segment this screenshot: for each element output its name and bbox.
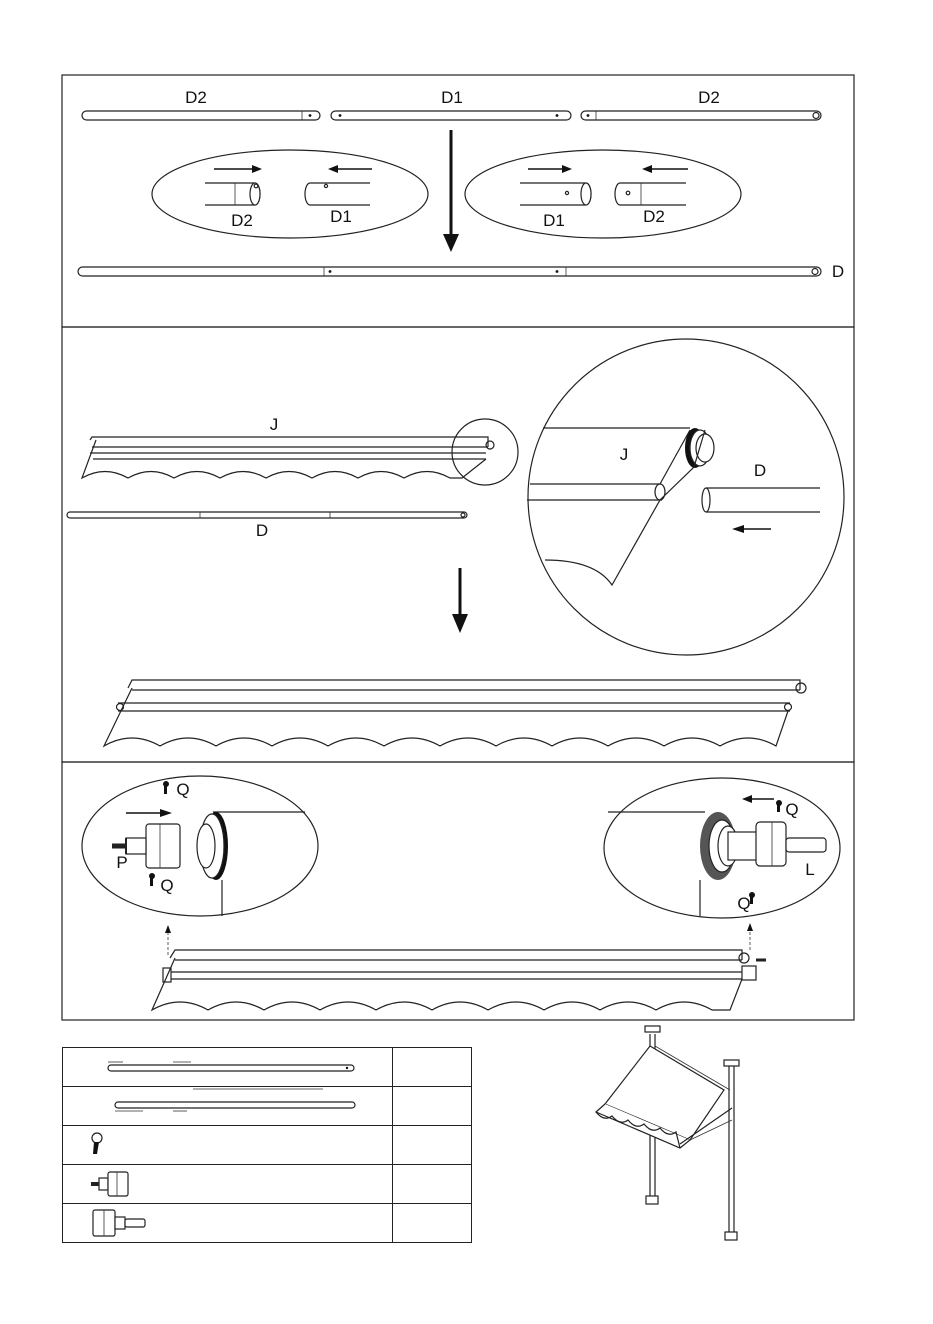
step2-panel — [62, 327, 854, 762]
label-d2-right: D2 — [698, 88, 720, 107]
zoom-right-label-d2: D2 — [643, 207, 665, 226]
table-row — [63, 1126, 472, 1165]
label-q-right-top: Q — [785, 800, 798, 819]
qty-end-plug-p — [393, 1165, 472, 1204]
assembled-awning-illustration — [596, 1026, 739, 1240]
part-short-pole — [63, 1087, 393, 1126]
part-end-plug-l — [63, 1204, 393, 1243]
zoom-circle-marker — [452, 419, 518, 485]
zoom-left-label-d2: D2 — [231, 211, 253, 230]
table-row — [63, 1087, 472, 1126]
assembled-pole-d — [78, 267, 821, 276]
end-plug-l-icon — [63, 1204, 393, 1242]
label-d2-left: D2 — [185, 88, 207, 107]
canopy-j — [82, 437, 494, 478]
down-arrow-icon — [443, 130, 459, 252]
long-pole-icon — [63, 1048, 393, 1086]
zoom-label-d: D — [754, 461, 766, 480]
screw-icon — [63, 1126, 393, 1164]
canopy-with-end-plugs — [152, 950, 766, 1010]
pole-d-step2 — [67, 512, 467, 518]
part-end-plug-p — [63, 1165, 393, 1204]
zoom-detail-plug-p — [82, 776, 318, 916]
zoom-label-j: J — [620, 445, 629, 464]
part-long-pole — [63, 1048, 393, 1087]
qty-short-pole — [393, 1087, 472, 1126]
assembled-canopy — [104, 680, 806, 746]
zoom-right-label-d1: D1 — [543, 211, 565, 230]
zoom-detail-right — [465, 150, 741, 238]
zoom-detail-left — [152, 150, 428, 238]
short-pole-icon — [63, 1087, 393, 1125]
table-row — [63, 1204, 472, 1243]
qty-screw — [393, 1126, 472, 1165]
zoom-detail-plug-l — [604, 778, 840, 918]
label-d-result: D — [832, 262, 844, 281]
label-j: J — [270, 415, 279, 434]
zoom-left-label-d1: D1 — [330, 207, 352, 226]
label-q-left-bottom: Q — [160, 876, 173, 895]
down-arrow-icon — [452, 568, 468, 633]
step1-separate-poles — [82, 111, 821, 120]
label-d-step2: D — [256, 521, 268, 540]
label-q-left-top: Q — [176, 780, 189, 799]
table-row — [63, 1048, 472, 1087]
zoom-detail-insert-pole — [527, 339, 844, 655]
label-d1: D1 — [441, 88, 463, 107]
label-p: P — [116, 853, 127, 872]
table-row — [63, 1165, 472, 1204]
qty-long-pole — [393, 1048, 472, 1087]
qty-end-plug-l — [393, 1204, 472, 1243]
end-plug-p-icon — [63, 1165, 393, 1203]
label-q-right-bottom: Q — [737, 894, 750, 913]
part-screw — [63, 1126, 393, 1165]
step3-panel — [62, 762, 854, 1020]
parts-list-table — [62, 1047, 472, 1243]
label-l: L — [805, 860, 814, 879]
